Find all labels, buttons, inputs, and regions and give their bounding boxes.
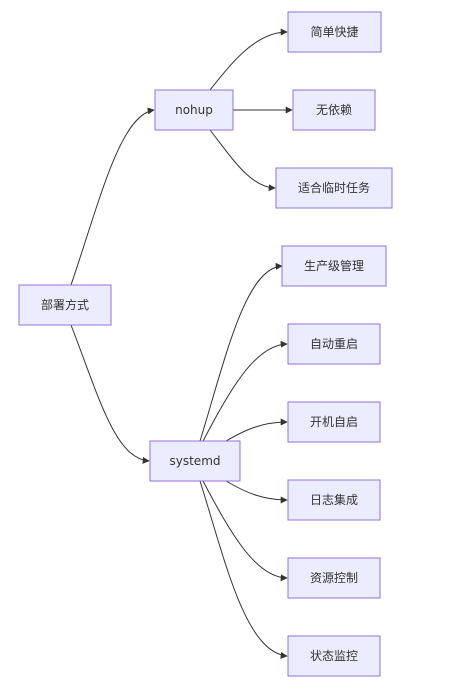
node-label: 部署方式 xyxy=(41,297,89,312)
node-resource-control: 资源控制 xyxy=(287,557,381,599)
node-boot-start: 开机自启 xyxy=(287,401,381,443)
node-label: 自动重启 xyxy=(310,337,358,351)
node-no-dependency: 无依赖 xyxy=(292,89,376,131)
node-auto-restart: 自动重启 xyxy=(287,323,381,365)
node-label: 简单快捷 xyxy=(310,25,358,39)
edge-systemd-to-auto-restart xyxy=(202,340,288,442)
edges xyxy=(70,28,293,659)
node-label: 适合临时任务 xyxy=(298,180,370,195)
node-label: nohup xyxy=(175,103,213,117)
node-nohup: nohup xyxy=(154,89,234,131)
node-label: 资源控制 xyxy=(310,571,358,585)
node-label: 状态监控 xyxy=(310,649,358,663)
node-log-integration: 日志集成 xyxy=(287,479,381,521)
node-production-management: 生产级管理 xyxy=(281,245,387,287)
edge-systemd-to-production xyxy=(199,262,283,442)
node-temporary-task: 适合临时任务 xyxy=(275,167,393,209)
edge-systemd-to-boot-start xyxy=(225,418,288,442)
nodes: 部署方式 nohup systemd 简单快捷 无依赖 适合临时任务 生产级管理 xyxy=(18,11,393,677)
node-status-monitoring: 状态监控 xyxy=(287,635,381,677)
edge-systemd-to-resource xyxy=(202,480,288,582)
edge-nohup-to-temporary-task xyxy=(209,129,276,192)
edge-root-to-nohup xyxy=(70,107,155,286)
node-simple-fast: 简单快捷 xyxy=(287,11,382,53)
node-systemd: systemd xyxy=(149,440,241,482)
node-label: 日志集成 xyxy=(310,492,358,507)
edge-systemd-to-log xyxy=(225,480,288,504)
edge-nohup-to-simple xyxy=(209,28,288,91)
node-label: 生产级管理 xyxy=(304,258,364,273)
node-label: systemd xyxy=(170,454,221,468)
edge-root-to-systemd xyxy=(70,324,150,464)
node-label: 无依赖 xyxy=(316,102,352,117)
node-deployment-methods: 部署方式 xyxy=(18,284,112,326)
edge-systemd-to-status xyxy=(199,480,288,659)
node-label: 开机自启 xyxy=(310,415,358,429)
